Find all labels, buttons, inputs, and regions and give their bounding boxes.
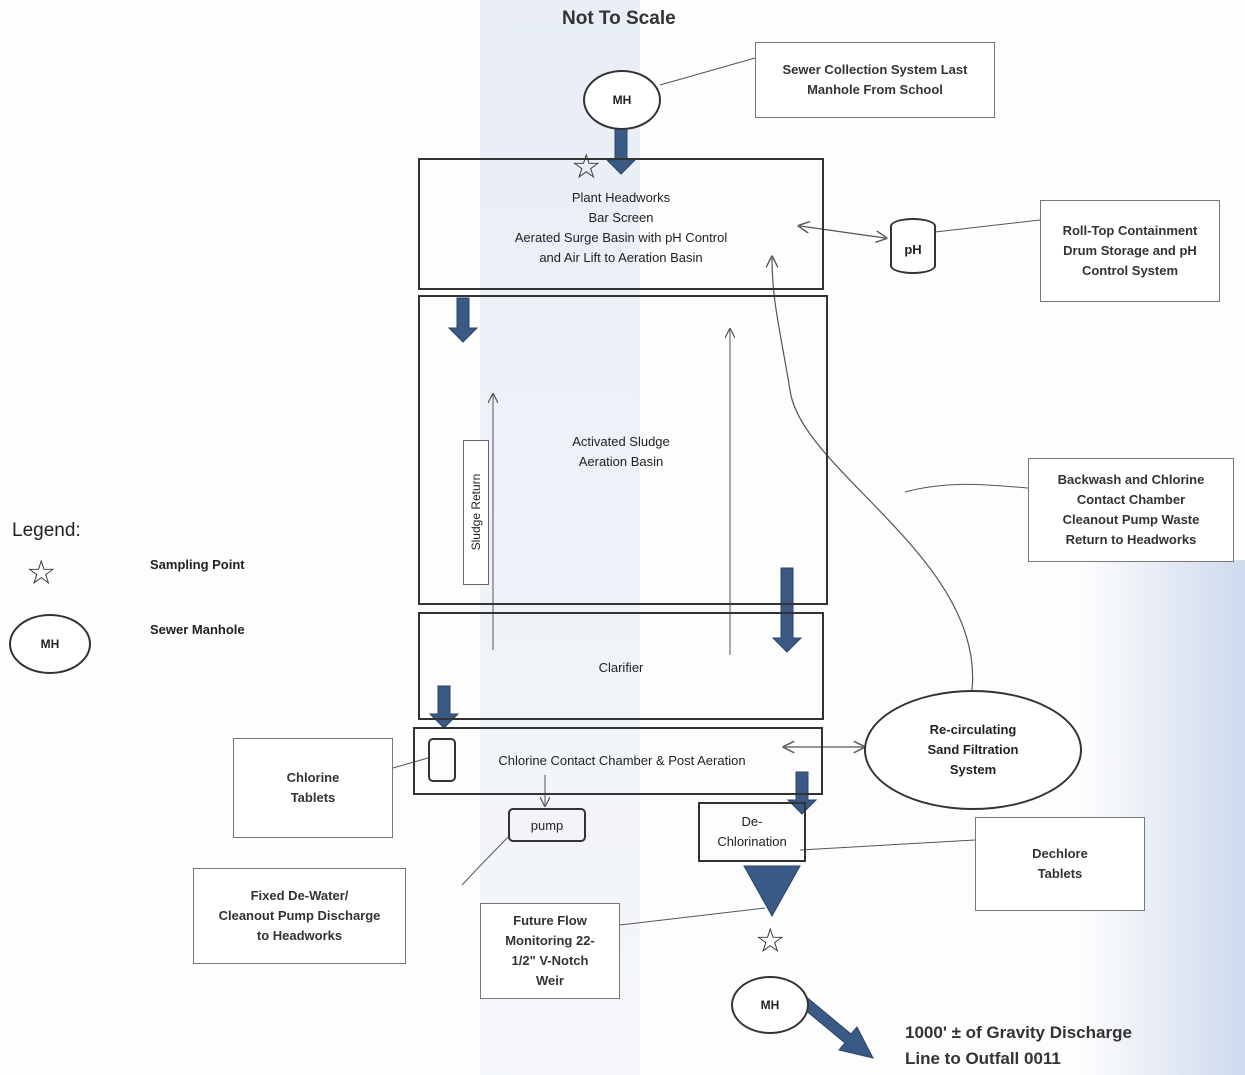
leader-rolltop bbox=[934, 219, 1041, 233]
note-fixed-dewater: Fixed De-Water/ Cleanout Pump Discharge … bbox=[193, 868, 406, 964]
bottom-manhole: MH bbox=[731, 976, 809, 1034]
headworks-text: Plant Headworks Bar Screen Aerated Surge… bbox=[418, 188, 824, 268]
flow-arrow-headworks bbox=[447, 297, 479, 343]
leader-future-flow bbox=[619, 907, 766, 926]
dechlorination-label: De- Chlorination bbox=[717, 814, 787, 849]
clarifier-label: Clarifier bbox=[598, 660, 644, 675]
sand-filtration-label: Re-circulating Sand Filtration System bbox=[927, 722, 1019, 777]
aeration-line-2: Aeration Basin bbox=[578, 454, 664, 469]
legend-star-icon: ☆ bbox=[26, 554, 57, 592]
leader-backwash bbox=[904, 483, 1029, 493]
leader-sewer bbox=[659, 57, 756, 86]
aeration-line-1: Activated Sludge bbox=[572, 434, 670, 449]
discharge-label: 1000' ± of Gravity Discharge Line to Out… bbox=[905, 1023, 1132, 1068]
headworks-box bbox=[418, 158, 824, 290]
pump-box: pump bbox=[508, 808, 586, 842]
sand-filtration-system: Re-circulating Sand Filtration System bbox=[864, 690, 1082, 810]
note-rolltop-text: Roll-Top Containment Drum Storage and pH… bbox=[1062, 223, 1198, 278]
sampling-star-outfall: ☆ bbox=[755, 922, 786, 960]
sludge-return-label-box bbox=[463, 440, 489, 585]
note-backwash: Backwash and Chlorine Contact Chamber Cl… bbox=[1028, 458, 1234, 562]
legend-sampling-point: Sampling Point bbox=[150, 557, 245, 572]
chlorine-tablet-holder bbox=[428, 738, 456, 782]
diagram-title: Not To Scale bbox=[562, 8, 676, 29]
clarifier-box bbox=[418, 612, 824, 720]
legend-manhole-icon: MH bbox=[9, 614, 91, 674]
sampling-star-headworks: ☆ bbox=[571, 148, 602, 186]
aeration-text: Activated Sludge Aeration Basin bbox=[418, 432, 824, 472]
note-chlorine-tablets-text: Chlorine Tablets bbox=[286, 770, 340, 805]
note-rolltop: Roll-Top Containment Drum Storage and pH… bbox=[1040, 200, 1220, 302]
ph-double-arrow bbox=[800, 226, 885, 238]
leader-dechlore bbox=[799, 839, 976, 851]
headworks-line-2: Bar Screen bbox=[588, 210, 654, 225]
note-dechlore-tablets-text: Dechlore Tablets bbox=[1032, 846, 1088, 881]
chlorine-chamber-box bbox=[413, 727, 823, 795]
note-future-flow: Future Flow Monitoring 22- 1/2" V-Notch … bbox=[480, 903, 620, 999]
leader-chlorine-tablets bbox=[392, 757, 429, 769]
headworks-line-1: Plant Headworks bbox=[571, 190, 671, 205]
note-sewer-collection: Sewer Collection System Last Manhole Fro… bbox=[755, 42, 995, 118]
sludge-return-label: Sludge Return bbox=[469, 473, 483, 551]
flow-arrow-chlorine bbox=[428, 685, 460, 729]
leader-pump bbox=[461, 834, 511, 886]
note-dechlore-tablets: Dechlore Tablets bbox=[975, 817, 1145, 911]
flow-arrow-clarifier bbox=[771, 567, 803, 653]
note-chlorine-tablets: Chlorine Tablets bbox=[233, 738, 393, 838]
note-sewer-text: Sewer Collection System Last Manhole Fro… bbox=[782, 62, 968, 97]
pump-label: pump bbox=[530, 817, 564, 833]
ph-drum: pH bbox=[890, 218, 936, 274]
weir-triangle bbox=[743, 865, 801, 918]
dechlorination-box: De- Chlorination bbox=[698, 802, 806, 862]
legend-sewer-manhole: Sewer Manhole bbox=[150, 622, 245, 637]
legend-title: Legend: bbox=[12, 520, 81, 541]
headworks-line-4: and Air Lift to Aeration Basin bbox=[539, 250, 703, 265]
chlorine-chamber-label: Chlorine Contact Chamber & Post Aeration bbox=[498, 753, 746, 768]
note-fixed-dewater-text: Fixed De-Water/ Cleanout Pump Discharge … bbox=[218, 888, 381, 943]
headworks-line-3: Aerated Surge Basin with pH Control bbox=[514, 230, 728, 245]
note-backwash-text: Backwash and Chlorine Contact Chamber Cl… bbox=[1057, 472, 1205, 547]
top-manhole: MH bbox=[583, 70, 661, 130]
note-future-flow-text: Future Flow Monitoring 22- 1/2" V-Notch … bbox=[505, 913, 595, 988]
ph-label: pH bbox=[904, 241, 922, 257]
aeration-basin-box bbox=[418, 295, 828, 605]
backwash-return-curve bbox=[772, 258, 974, 691]
